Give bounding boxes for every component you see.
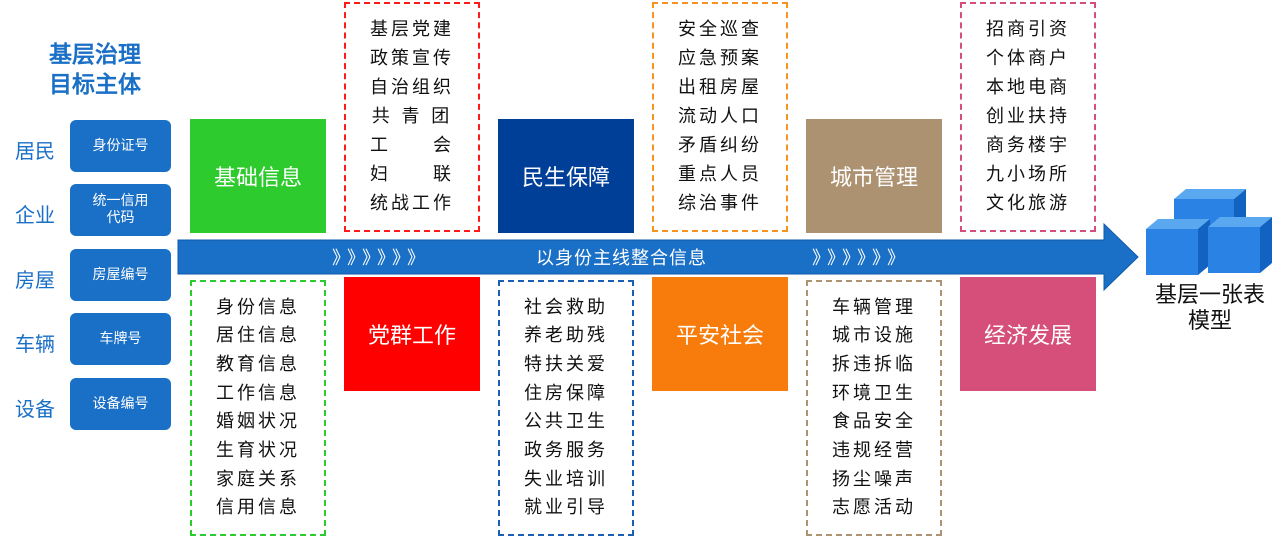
subject-id-device[interactable]: 设备编号 [70,378,171,430]
detail-item: 特扶关爱 [524,353,608,375]
detail-item: 招商引资 [986,19,1070,40]
category-safety: 平安社会 [652,277,788,391]
detail-item: 生育状况 [216,439,300,461]
detail-box-livelihood: 社会救助 养老助残 特扶关爱 住房保障 公共卫生 政务服务 失业培训 就业引导 [498,280,634,536]
arrow-chevrons-left: 》》》》》》 [332,248,431,269]
subject-id-house[interactable]: 房屋编号 [70,249,171,301]
detail-item: 矛盾纠纷 [678,135,762,156]
subject-label-house: 房屋 [15,268,55,292]
detail-item: 婚姻状况 [216,411,300,433]
category-economy: 经济发展 [960,277,1096,391]
detail-item: 扬尘噪声 [832,468,916,490]
detail-item: 志愿活动 [832,497,916,519]
detail-item: 工 会 [370,135,454,156]
model-label-line-1: 基层一张表 [1154,283,1265,308]
detail-item: 个体商户 [986,48,1070,69]
detail-item: 创业扶持 [986,106,1070,127]
subject-id-enterprise[interactable]: 统一信用 代码 [70,184,171,236]
detail-item: 城市设施 [832,325,916,347]
diagram-title: 基层治理 目标主体 [20,40,170,100]
detail-item: 流动人口 [678,106,762,127]
detail-item: 自治组织 [370,77,454,98]
detail-item: 基层党建 [370,19,454,40]
detail-item: 食品安全 [832,411,916,433]
detail-item: 政务服务 [524,439,608,461]
detail-item: 公共卫生 [524,411,608,433]
detail-item: 住房保障 [524,382,608,404]
detail-item: 失业培训 [524,468,608,490]
title-line-2: 目标主体 [49,72,141,98]
detail-item: 工作信息 [216,382,300,404]
title-line-1: 基层治理 [49,42,141,68]
detail-item: 九小场所 [986,164,1070,185]
detail-item: 商务楼宇 [986,135,1070,156]
integration-arrow-shape [177,222,1139,292]
detail-item: 统战工作 [370,193,454,214]
detail-item: 安全巡查 [678,19,762,40]
subject-id-resident[interactable]: 身份证号 [70,120,171,172]
detail-item: 共 青 团 [371,106,453,127]
detail-item: 身份信息 [216,296,300,318]
detail-item: 重点人员 [678,164,762,185]
subject-label-enterprise: 企业 [15,203,55,227]
detail-item: 政策宣传 [370,48,454,69]
category-basic-info: 基础信息 [190,119,326,233]
detail-box-basic-info: 身份信息 居住信息 教育信息 工作信息 婚姻状况 生育状况 家庭关系 信用信息 [190,280,326,536]
detail-item: 违规经营 [832,439,916,461]
detail-box-city-mgmt: 车辆管理 城市设施 拆违拆临 环境卫生 食品安全 违规经营 扬尘噪声 志愿活动 [806,280,942,536]
detail-item: 环境卫生 [832,382,916,404]
category-party-work: 党群工作 [344,277,480,391]
model-label-line-2: 模型 [1187,309,1232,334]
detail-item: 居住信息 [216,325,300,347]
arrow-label: 以身份主线整合信息 [536,248,707,269]
cube-icon [1146,219,1210,275]
cubes-icon [1146,189,1272,275]
detail-box-party-work: 基层党建 政策宣传 自治组织 共 青 团 工 会 妇 联 统战工作 [344,2,480,232]
detail-item: 车辆管理 [832,296,916,318]
category-livelihood: 民生保障 [498,119,634,233]
arrow-chevrons-right: 》》》》》》 [812,248,911,269]
subject-label-vehicle: 车辆 [15,332,55,356]
detail-item: 综治事件 [678,193,762,214]
detail-item: 养老助残 [524,325,608,347]
subject-label-device: 设备 [15,397,55,421]
detail-item: 本地电商 [986,77,1070,98]
detail-item: 教育信息 [216,353,300,375]
cube-icon [1208,217,1272,273]
detail-box-safety: 安全巡查 应急预案 出租房屋 流动人口 矛盾纠纷 重点人员 综治事件 [652,2,788,232]
detail-item: 应急预案 [678,48,762,69]
detail-item: 家庭关系 [216,468,300,490]
detail-item: 拆违拆临 [832,353,916,375]
subject-id-vehicle[interactable]: 车牌号 [70,313,171,365]
subject-label-resident: 居民 [15,139,55,163]
category-city-mgmt: 城市管理 [806,119,942,233]
detail-item: 信用信息 [216,497,300,519]
detail-item: 出租房屋 [678,77,762,98]
detail-item: 妇 联 [370,164,454,185]
detail-box-economy: 招商引资 个体商户 本地电商 创业扶持 商务楼宇 九小场所 文化旅游 [960,2,1096,232]
model-label: 基层一张表 模型 [1150,283,1270,335]
detail-item: 社会救助 [524,296,608,318]
detail-item: 就业引导 [524,497,608,519]
detail-item: 文化旅游 [986,193,1070,214]
